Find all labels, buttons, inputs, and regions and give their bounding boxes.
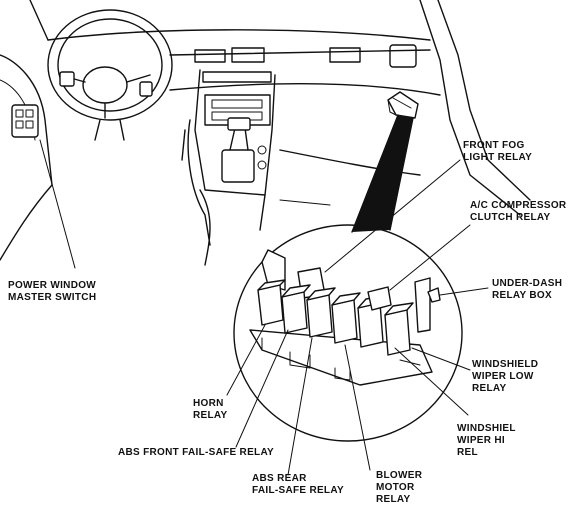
label-abs-front-fail-safe-relay: ABS FRONT FAIL-SAFE RELAY [118,447,275,458]
leader-front-fog [324,159,461,273]
a-pillar-left [29,0,49,41]
leader-under-dash [439,287,489,296]
leader-wiper-high [394,347,469,416]
leader-wiper-low [411,347,471,371]
door-edge-right [437,0,531,201]
a-pillar-right [419,0,521,216]
magnifier-pointer-fill [352,115,413,232]
seat-edge [199,189,211,266]
leader-abs-front [235,329,289,448]
left-door-panel [0,54,53,261]
dash-upper-line [169,49,431,56]
floor-line-2 [279,199,331,206]
leader-lines [39,139,489,476]
relay-box-magnified [249,249,441,386]
leader-abs-rear [287,337,313,476]
leader-ac-compressor [389,224,471,291]
leader-blower [344,344,371,471]
dash-top-edge [47,29,431,41]
power-window-switch-body [11,104,39,138]
under-dash-relay-box-location [387,91,419,119]
dash-lower-line [169,83,441,96]
steering-wheel [47,9,173,141]
floor-line [279,149,421,176]
leader-power-window [39,139,76,269]
leader-horn [226,324,266,396]
magnified-view-circle [233,224,463,442]
center-console [181,44,417,246]
